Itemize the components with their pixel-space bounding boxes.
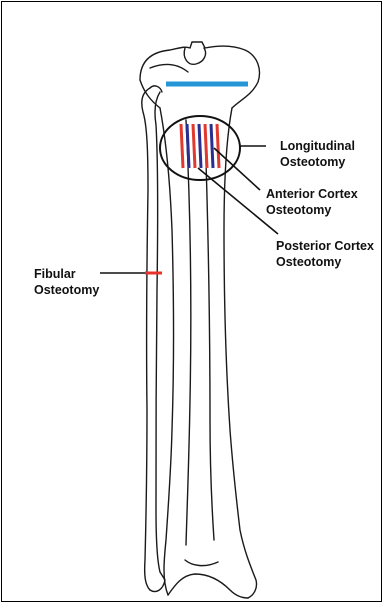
posterior-cut-1 bbox=[187, 124, 189, 168]
label-anterior-cortex-osteotomy: Anterior Cortex Osteotomy bbox=[266, 186, 358, 218]
label-posterior-line-1: Posterior Cortex bbox=[276, 238, 374, 254]
label-fibular-osteotomy: Fibular Osteotomy bbox=[34, 266, 99, 298]
anterior-cut-3 bbox=[205, 124, 207, 168]
label-longitudinal-osteotomy: Longitudinal Osteotomy bbox=[280, 138, 355, 170]
posterior-cut-3 bbox=[211, 124, 213, 168]
fibula bbox=[142, 86, 165, 592]
label-anterior-line-2: Osteotomy bbox=[266, 202, 358, 218]
label-posterior-line-2: Osteotomy bbox=[276, 254, 374, 270]
longitudinal-cuts bbox=[181, 124, 219, 168]
label-anterior-line-1: Anterior Cortex bbox=[266, 186, 358, 202]
label-longitudinal-line-1: Longitudinal bbox=[280, 138, 355, 154]
posterior-cut-2 bbox=[199, 124, 201, 168]
label-fibular-line-2: Osteotomy bbox=[34, 282, 99, 298]
anterior-cut-2 bbox=[193, 124, 195, 168]
label-fibular-line-1: Fibular bbox=[34, 266, 99, 282]
anterior-cut-4 bbox=[217, 124, 219, 168]
anterior-cut-1 bbox=[181, 124, 183, 168]
label-longitudinal-line-2: Osteotomy bbox=[280, 154, 355, 170]
label-posterior-cortex-osteotomy: Posterior Cortex Osteotomy bbox=[276, 238, 374, 270]
leader-anterior bbox=[214, 148, 260, 190]
